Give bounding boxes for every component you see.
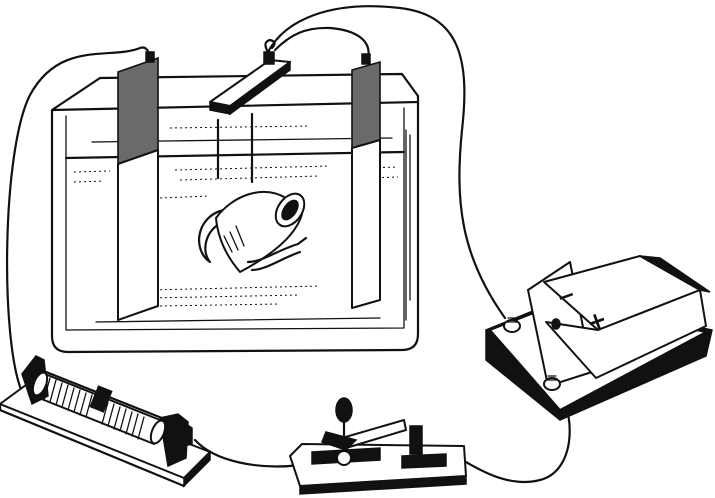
watering-can-inner <box>281 199 299 221</box>
tank-back-rim <box>98 72 420 98</box>
switch-base-side <box>299 475 467 495</box>
wire-rheostat-to-left-electrode <box>5 46 152 394</box>
watering-can-shading <box>223 225 245 253</box>
battery-terminal-positive <box>543 375 561 391</box>
left-electrode <box>117 51 159 321</box>
knife-switch[interactable] <box>289 397 467 495</box>
left-electrode-submerged <box>117 149 159 321</box>
rheostat-right-cap <box>149 419 167 445</box>
rheostat-slider[interactable] <box>89 385 113 413</box>
switch-handle-knob[interactable] <box>335 397 353 423</box>
rheostat-left-cap <box>31 371 49 397</box>
right-electrode-submerged <box>351 139 381 309</box>
wire-cathode-to-battery <box>266 5 507 320</box>
battery-terminal-negative <box>503 317 521 333</box>
liquid-texture <box>73 125 399 307</box>
battery-center-knob <box>551 318 561 330</box>
rheostat-base-side <box>183 450 211 488</box>
rheostat-base-front <box>0 402 186 488</box>
right-electrode-terminal <box>361 53 371 65</box>
cathode-support <box>209 38 291 184</box>
tank-body <box>50 100 420 354</box>
rheostat[interactable] <box>0 355 211 488</box>
watering-can-handle <box>197 208 230 264</box>
switch-contact-right <box>401 453 447 469</box>
rheostat-rod <box>34 366 174 424</box>
switch-pivot-nut <box>336 450 352 466</box>
hanging-wire <box>216 112 254 184</box>
battery-case-front <box>545 289 707 379</box>
glass-reflection <box>405 129 411 321</box>
cathode-bar-end <box>229 60 291 116</box>
battery-case-right <box>639 255 711 293</box>
switch-clip <box>409 425 423 455</box>
rheostat-right-knob <box>178 418 193 447</box>
wire-switch-to-rheostat <box>193 438 302 468</box>
cathode-clamp <box>263 51 275 65</box>
battery: − + <box>485 255 713 421</box>
watering-can <box>197 190 308 273</box>
switch-pivot <box>321 431 358 451</box>
tank-inner-edges <box>65 107 405 331</box>
left-electrode-plate <box>117 56 159 166</box>
cathode-clamp-screw <box>264 38 276 54</box>
right-electrode <box>351 53 381 309</box>
left-electrode-terminal <box>145 51 155 63</box>
right-electrode-plate <box>351 60 381 150</box>
wire-right-electrode-top <box>273 26 370 60</box>
watering-can-spout <box>246 236 308 272</box>
